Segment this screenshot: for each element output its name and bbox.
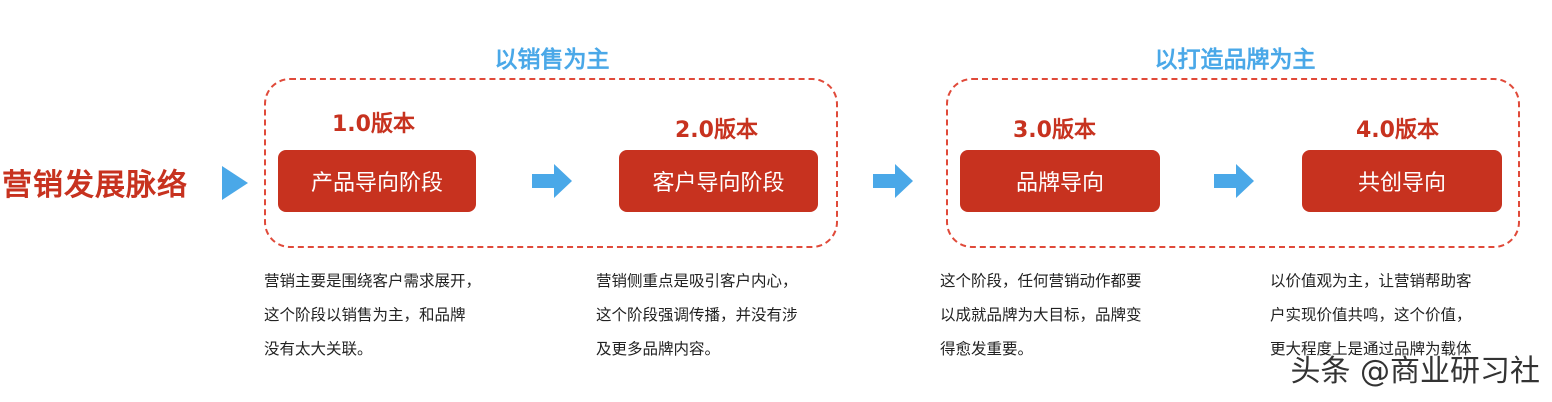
stage-2-label: 客户导向阶段 [652, 171, 785, 196]
stage-4-desc-line: 以价值观为主，让营销帮助客 [1270, 272, 1472, 290]
group-box-sales [264, 78, 838, 248]
stage-2-version: 2.0版本 [675, 118, 758, 143]
arrow-right-icon [532, 164, 572, 198]
group-heading-sales: 以销售为主 [494, 47, 610, 73]
stage-3-version: 3.0版本 [1013, 118, 1096, 143]
stage-1-label: 产品导向阶段 [310, 171, 443, 196]
stage-3-desc-line: 这个阶段，任何营销动作都要 [940, 272, 1142, 290]
stage-4-box: 共创导向 [1302, 150, 1502, 212]
stage-2-box: 客户导向阶段 [619, 150, 818, 212]
stage-2-desc-line: 这个阶段强调传播，并没有涉 [596, 306, 798, 324]
stage-2-desc-line: 营销侧重点是吸引客户内心， [596, 272, 798, 290]
stage-1-description: 营销主要是围绕客户需求展开， 这个阶段以销售为主，和品牌 没有太大关联。 [264, 264, 481, 366]
arrow-right-icon [1214, 164, 1254, 198]
stage-3-box: 品牌导向 [960, 150, 1160, 212]
arrow-right-icon [873, 164, 913, 198]
stage-4-version: 4.0版本 [1356, 118, 1439, 143]
stage-3-label: 品牌导向 [1015, 171, 1104, 196]
stage-1-desc-line: 这个阶段以销售为主，和品牌 [264, 306, 466, 324]
diagram-title: 营销发展脉络 [2, 168, 188, 203]
stage-3-description: 这个阶段，任何营销动作都要 以成就品牌为大目标，品牌变 得愈发重要。 [940, 264, 1142, 366]
stage-4-desc-line: 户实现价值共鸣，这个价值， [1270, 306, 1472, 324]
stage-4-desc-line: 更大程度上是通过品牌为载体 [1270, 340, 1472, 358]
stage-4-description: 以价值观为主，让营销帮助客 户实现价值共鸣，这个价值， 更大程度上是通过品牌为载… [1270, 264, 1472, 366]
watermark: 头条 @商业研习社 [1290, 354, 1540, 389]
stage-1-desc-line: 营销主要是围绕客户需求展开， [264, 272, 482, 290]
stage-4-label: 共创导向 [1357, 171, 1446, 196]
stage-3-desc-line: 以成就品牌为大目标，品牌变 [940, 306, 1142, 324]
group-box-brand [946, 78, 1520, 248]
stage-1-box: 产品导向阶段 [278, 150, 476, 212]
stage-2-desc-line: 及更多品牌内容。 [596, 340, 721, 358]
stage-3-desc-line: 得愈发重要。 [940, 340, 1034, 358]
stage-2-description: 营销侧重点是吸引客户内心， 这个阶段强调传播，并没有涉 及更多品牌内容。 [596, 264, 798, 366]
stage-1-desc-line: 没有太大关联。 [264, 340, 373, 358]
group-heading-brand: 以打造品牌为主 [1154, 47, 1316, 73]
stage-1-version: 1.0版本 [332, 112, 415, 137]
title-pointer-icon [222, 166, 248, 200]
